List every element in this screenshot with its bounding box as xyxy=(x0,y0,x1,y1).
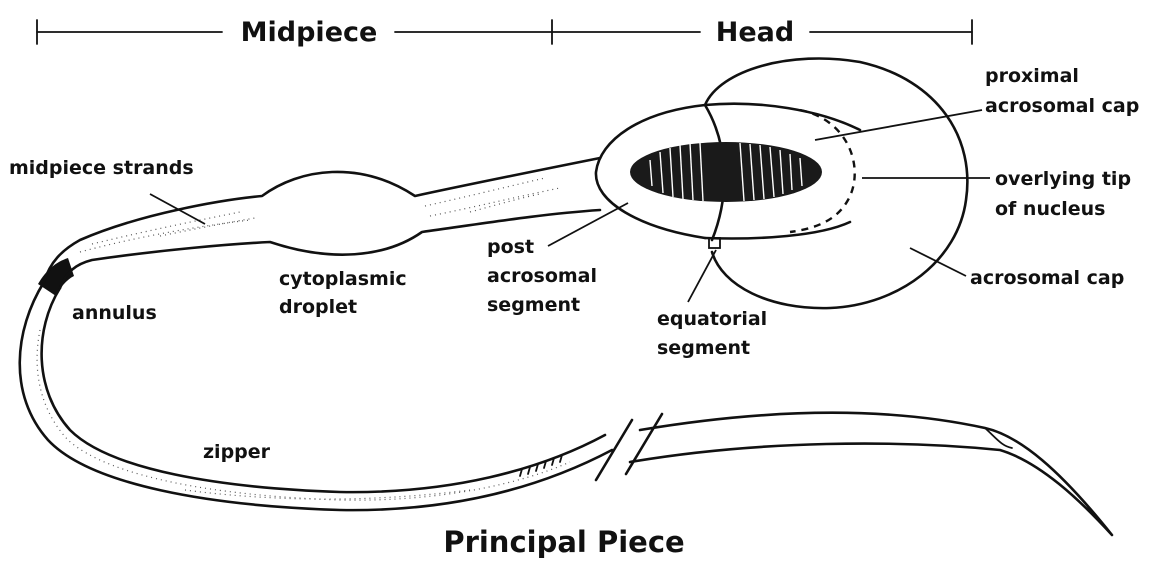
label-post-line2: acrosomal xyxy=(487,265,597,287)
label-overlying-line2: of nucleus xyxy=(995,198,1105,220)
label-zipper: zipper xyxy=(203,441,271,463)
label-cytoplasmic-line1: cytoplasmic xyxy=(279,268,407,290)
leader-post-acrosomal xyxy=(548,203,628,246)
label-overlying-line1: overlying tip xyxy=(995,168,1131,190)
midpiece-title: Midpiece xyxy=(241,17,378,48)
label-annulus: annulus xyxy=(72,302,157,324)
label-equatorial-line1: equatorial xyxy=(657,308,767,330)
label-cytoplasmic-line2: droplet xyxy=(279,296,357,318)
head-title: Head xyxy=(716,17,794,48)
principal-piece-tail xyxy=(20,282,1112,535)
label-post-line1: post xyxy=(487,236,534,258)
leader-equatorial xyxy=(688,250,716,302)
label-acrosomal-cap: acrosomal cap xyxy=(970,267,1124,289)
label-midpiece-strands: midpiece strands xyxy=(9,157,194,179)
label-proximal-line2: acrosomal cap xyxy=(985,95,1139,117)
label-equatorial-line2: segment xyxy=(657,337,750,359)
leader-midpiece-strands xyxy=(150,194,205,224)
label-post-line3: segment xyxy=(487,294,580,316)
label-proximal-line1: proximal xyxy=(985,65,1079,87)
annulus-ring xyxy=(38,258,74,296)
principal-piece-title: Principal Piece xyxy=(443,525,684,559)
sperm-head xyxy=(596,59,967,309)
leader-acrosomal-cap xyxy=(910,248,966,276)
